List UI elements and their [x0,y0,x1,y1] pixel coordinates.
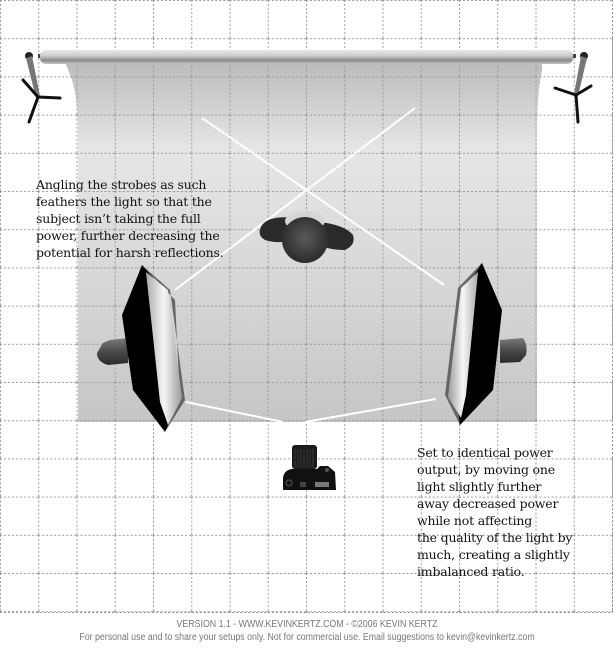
footer-credit: VERSION 1.1 - WWW.KEVINKERTZ.COM - ©2006… [176,619,438,630]
subject-icon [259,211,354,263]
stand-right-icon [553,52,593,124]
caption-left: Angling the strobes as such feathers the… [36,177,224,260]
backdrop-crossbar [38,50,576,64]
caption-right: Set to identical power output, by moving… [417,445,573,579]
footer-usage-note: For personal use and to share your setup… [79,632,535,643]
camera-icon [283,445,336,490]
softbox-left-icon [97,265,185,432]
grid [0,0,613,613]
softbox-right-icon [445,263,527,425]
stand-left-icon [21,52,62,124]
light-paths [174,107,445,423]
